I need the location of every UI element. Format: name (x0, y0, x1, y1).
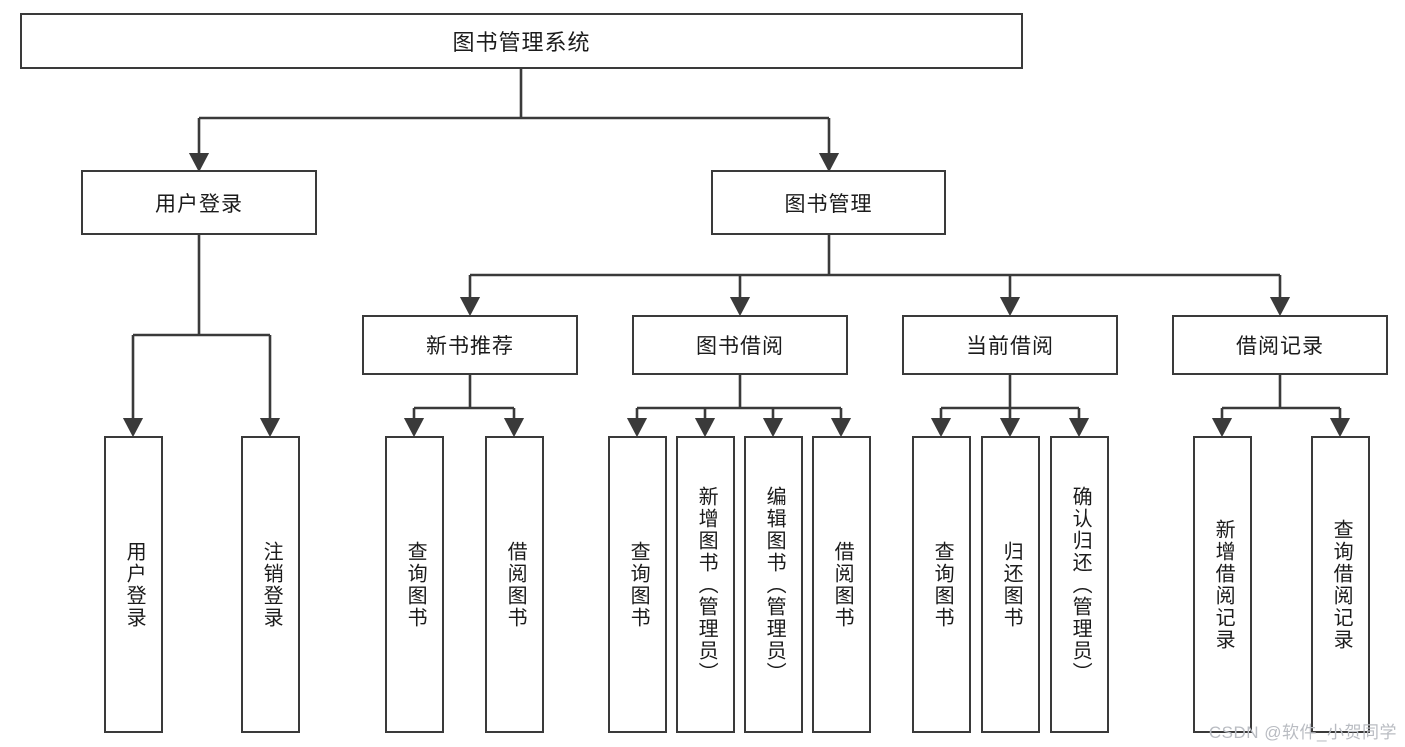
leaf-label: 借阅图书 (504, 540, 527, 629)
node-borrow-record-label: 借阅记录 (1236, 335, 1324, 358)
leaf-current-confirm-return[interactable]: 确认归还（管理员） (1050, 436, 1109, 733)
leaf-borrow-edit-book[interactable]: 编辑图书（管理员） (744, 436, 803, 733)
node-root[interactable]: 图书管理系统 (20, 13, 1023, 69)
node-book-borrow[interactable]: 图书借阅 (632, 315, 848, 375)
leaf-label: 注销登录 (260, 540, 283, 629)
node-user-login-label: 用户登录 (155, 192, 243, 216)
leaf-user-login-login[interactable]: 用户登录 (104, 436, 163, 733)
node-current-borrow-label: 当前借阅 (966, 335, 1054, 358)
leaf-record-query[interactable]: 查询借阅记录 (1311, 436, 1370, 733)
leaf-label: 查询借阅记录 (1330, 518, 1353, 651)
leaf-label: 查询图书 (931, 540, 954, 629)
leaf-record-add[interactable]: 新增借阅记录 (1193, 436, 1252, 733)
leaf-label: 借阅图书 (831, 540, 854, 629)
watermark: CSDN @软件_小贺同学 (1208, 723, 1397, 742)
node-book-management-label: 图书管理 (784, 192, 873, 216)
node-book-borrow-label: 图书借阅 (696, 335, 784, 358)
node-new-book-recommend-label: 新书推荐 (426, 335, 514, 358)
node-borrow-record[interactable]: 借阅记录 (1172, 315, 1388, 375)
leaf-current-return-book[interactable]: 归还图书 (981, 436, 1040, 733)
node-new-book-recommend[interactable]: 新书推荐 (362, 315, 578, 375)
leaf-label: 编辑图书（管理员） (763, 485, 786, 684)
leaf-new-book-borrow[interactable]: 借阅图书 (485, 436, 544, 733)
leaf-label: 确认归还（管理员） (1069, 485, 1092, 684)
leaf-label: 归还图书 (1000, 540, 1023, 629)
node-book-management[interactable]: 图书管理 (711, 170, 946, 235)
leaf-current-query-book[interactable]: 查询图书 (912, 436, 971, 733)
leaf-label: 新增借阅记录 (1212, 518, 1235, 651)
leaf-label: 用户登录 (123, 540, 146, 629)
leaf-borrow-borrow-book[interactable]: 借阅图书 (812, 436, 871, 733)
leaf-label: 查询图书 (627, 540, 650, 629)
leaf-label: 新增图书（管理员） (695, 485, 718, 684)
node-root-label: 图书管理系统 (452, 30, 591, 55)
node-current-borrow[interactable]: 当前借阅 (902, 315, 1118, 375)
leaf-borrow-query-book[interactable]: 查询图书 (608, 436, 667, 733)
leaf-borrow-add-book[interactable]: 新增图书（管理员） (676, 436, 735, 733)
node-user-login[interactable]: 用户登录 (81, 170, 317, 235)
leaf-label: 查询图书 (404, 540, 427, 629)
leaf-user-login-logout[interactable]: 注销登录 (241, 436, 300, 733)
leaf-new-book-query[interactable]: 查询图书 (385, 436, 444, 733)
